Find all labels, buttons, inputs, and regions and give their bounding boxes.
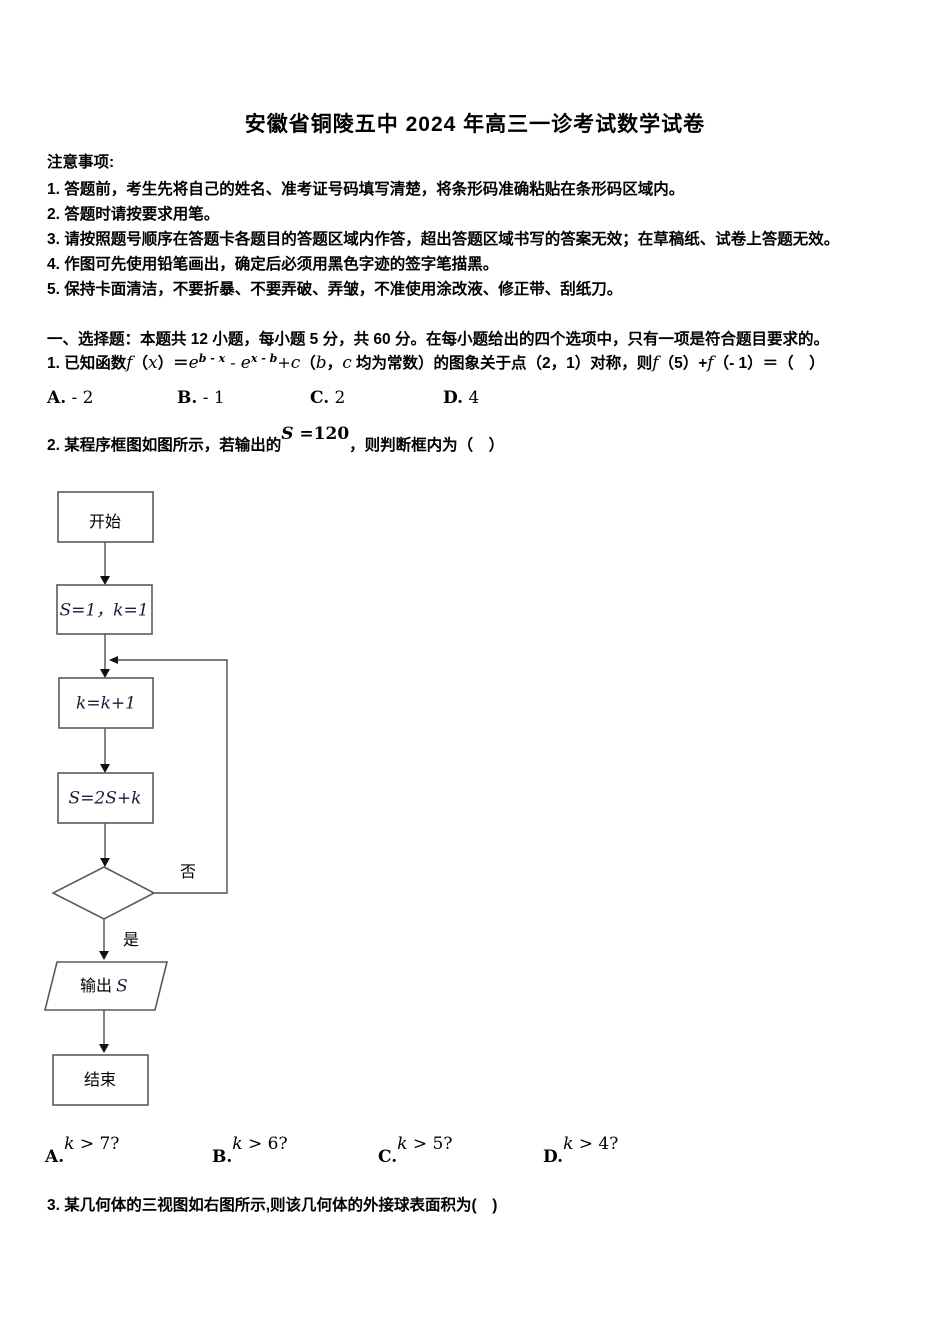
q2-option-a: A.k > 7? xyxy=(45,1134,120,1167)
arrowhead-loopback xyxy=(109,656,118,664)
q1-option-a: A. - 2 xyxy=(47,388,94,408)
q2-option-d-formula: k > 4? xyxy=(563,1134,619,1154)
q2-formula: S =120 xyxy=(281,424,350,444)
flowchart-end-label: 结束 xyxy=(84,1071,116,1089)
q1-math-fm1: f xyxy=(707,353,714,373)
q2-text-post: ，则判断框内为（ ） xyxy=(349,437,505,454)
question-1: 1. 已知函数f（x）＝eb - x - ex - b+c（b，c 均为常数）的… xyxy=(47,351,825,373)
q2-option-a-formula: k > 7? xyxy=(64,1134,120,1154)
flowchart-output-var: S xyxy=(116,977,128,997)
flowchart-decision-diamond xyxy=(51,866,156,920)
arrowhead-into-update xyxy=(100,764,110,773)
notice-item-5: 5. 保持卡面清洁，不要折暴、不要弄破、弄皱，不准使用涂改液、修正带、刮纸刀。 xyxy=(47,281,623,298)
q2-text-pre: 2. 某程序框图如图所示，若输出的 xyxy=(47,437,282,454)
flowchart-update-label: S=2S+k xyxy=(69,789,142,809)
flowchart-yes-label: 是 xyxy=(123,932,139,949)
notice-item-2: 2. 答题时请按要求用笔。 xyxy=(47,206,220,223)
page-title: 安徽省铜陵五中 2024 年高三一诊考试数学试卷 xyxy=(244,113,706,136)
flowchart-init-box xyxy=(56,584,153,635)
q1-math-c: c xyxy=(290,353,301,373)
flowchart-update-box xyxy=(57,772,154,824)
q1-text: 1. 已知函数 xyxy=(47,355,127,372)
arrowhead-into-inc xyxy=(100,669,110,678)
q2-option-b: B.k > 6? xyxy=(212,1134,288,1167)
flowchart-no-label: 否 xyxy=(180,864,196,881)
q1-exponent-1: b - x xyxy=(198,351,226,365)
flowchart-output-label: 输出 xyxy=(80,977,112,995)
arrowhead-into-output xyxy=(99,951,109,960)
flowchart-init-label: S=1，k=1 xyxy=(59,601,148,621)
arrowhead-into-decision xyxy=(100,858,110,867)
q1-option-d: D. 4 xyxy=(443,388,480,408)
arrowhead-into-end xyxy=(99,1044,109,1053)
section-1-heading: 一、选择题：本题共 12 小题，每小题 5 分，共 60 分。在每小题给出的四个… xyxy=(47,331,829,348)
notice-item-1: 1. 答题前，考生先将自己的姓名、准考证号码填写清楚，将条形码准确粘贴在条形码区… xyxy=(47,181,685,198)
q1-math-f5: f xyxy=(652,353,659,373)
q1-math-f: f xyxy=(126,353,133,373)
q1-math-b: b xyxy=(315,353,327,373)
notice-item-4: 4. 作图可先使用铅笔画出，确定后必须用黑色字迹的签字笔描黑。 xyxy=(47,256,499,273)
notice-item-3: 3. 请按照题号顺序在答题卡各题目的答题区域内作答，超出答题区域书写的答案无效；… xyxy=(47,231,840,248)
q1-option-c: C. 2 xyxy=(310,388,346,408)
flowchart-start-box xyxy=(57,491,154,543)
q1-option-b: B. - 1 xyxy=(177,388,225,408)
q2-option-c-formula: k > 5? xyxy=(397,1134,453,1154)
q1-math-x: x xyxy=(148,353,158,373)
flowchart-increment-box xyxy=(58,677,154,729)
flowchart-end-box xyxy=(52,1054,149,1106)
question-3: 3. 某几何体的三视图如右图所示,则该几何体的外接球表面积为( ) xyxy=(47,1197,498,1214)
q1-exponent-2: x - b xyxy=(250,351,278,365)
q1-math-e1: e xyxy=(188,353,199,373)
q2-option-b-formula: k > 6? xyxy=(232,1134,288,1154)
flowchart-start-label: 开始 xyxy=(89,513,121,531)
q2-option-c: C.k > 5? xyxy=(378,1134,453,1167)
question-2: 2. 某程序框图如图所示，若输出的S =120，则判断框内为（ ） xyxy=(47,424,927,457)
q1-math-c2: c xyxy=(342,353,352,373)
arrowhead-into-init xyxy=(100,576,110,585)
q1-math-e2: e xyxy=(240,353,251,373)
notice-heading: 注意事项: xyxy=(47,154,115,171)
flowchart: 开始 S=1，k=1 k=k+1 S=2S+k 否 是 输出 S 结束 xyxy=(43,491,228,1106)
q2-option-d: D.k > 4? xyxy=(543,1134,619,1167)
flowchart-output-parallelogram xyxy=(43,961,169,1011)
flow-loopback-line xyxy=(118,659,228,894)
flowchart-increment-label: k=k+1 xyxy=(76,694,136,714)
